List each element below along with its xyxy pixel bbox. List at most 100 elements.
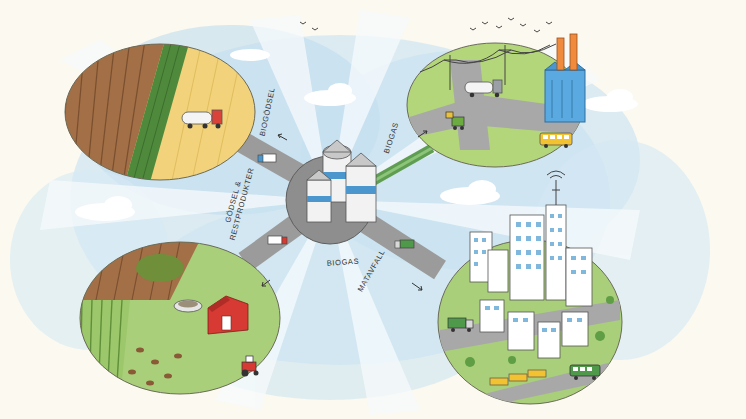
- silo: [346, 186, 376, 194]
- bottom-left-farm: [80, 300, 122, 400]
- building-windows: [550, 214, 554, 218]
- silo: [307, 180, 331, 222]
- building-windows: [536, 264, 541, 269]
- silo: [323, 140, 351, 152]
- barn: [208, 296, 230, 312]
- animals: [128, 370, 136, 375]
- building-windows: [523, 318, 528, 322]
- power-line: [444, 50, 499, 63]
- tractor: [254, 371, 259, 376]
- building-windows: [558, 228, 562, 232]
- building-windows: [551, 328, 556, 332]
- truck: [258, 154, 276, 162]
- antenna: [547, 171, 565, 175]
- building-windows: [516, 250, 521, 255]
- birds: [300, 22, 306, 24]
- flow-arrows: [412, 283, 422, 290]
- building-windows: [474, 250, 478, 254]
- building-windows: [536, 222, 541, 227]
- flow-label: GÖDSEL & RESTPRODUKTER: [220, 164, 256, 242]
- flow-label: BIOGAS: [327, 258, 360, 269]
- factory: [545, 34, 585, 122]
- clouds: [104, 196, 132, 214]
- birds: [520, 24, 526, 26]
- flow-arrows: [262, 280, 270, 286]
- barn: [222, 316, 231, 330]
- tanker-truck: [465, 80, 502, 97]
- tanker-truck: [188, 124, 193, 129]
- power-line: [420, 60, 444, 72]
- factory: [557, 38, 564, 70]
- building-windows: [485, 306, 490, 310]
- building-windows: [474, 214, 586, 332]
- animals: [164, 374, 172, 379]
- clouds: [230, 49, 270, 61]
- top-right-industry: [450, 60, 490, 150]
- top-left-field: [72, 40, 85, 190]
- silo: [346, 153, 376, 222]
- buildings: [538, 322, 560, 358]
- top-left-field: [120, 40, 190, 200]
- bus: [557, 135, 562, 139]
- bus: [587, 367, 592, 371]
- bottom-right-city: [460, 360, 620, 410]
- bottom-left-farm: [107, 300, 112, 400]
- top-left-field: [110, 40, 130, 190]
- biogas-plant: [286, 140, 376, 244]
- flow-arrows: [262, 131, 427, 290]
- building-windows: [482, 238, 486, 242]
- power-line: [511, 44, 556, 53]
- birds: [312, 28, 318, 30]
- bus: [540, 133, 572, 148]
- antenna: [550, 176, 562, 179]
- top-left-field: [86, 40, 100, 190]
- bottom-left-farm: [114, 240, 126, 300]
- bottom-right-city: [438, 171, 622, 410]
- antenna: [552, 190, 560, 191]
- birds: [470, 28, 476, 30]
- bus: [544, 144, 548, 148]
- clouds: [468, 180, 496, 198]
- buildings: [566, 248, 592, 306]
- building-windows: [581, 270, 586, 274]
- bottom-left-farm: [75, 300, 130, 400]
- garbage-truck: [467, 328, 471, 332]
- forklift: [460, 126, 464, 130]
- silo: [346, 153, 376, 166]
- tanker-truck: [493, 80, 502, 93]
- truck: [262, 154, 276, 162]
- factory: [545, 62, 585, 70]
- buildings: [488, 250, 508, 292]
- factory: [552, 80, 572, 118]
- building-windows: [516, 222, 521, 227]
- building-windows: [516, 264, 521, 269]
- forklift: [452, 117, 464, 126]
- building-windows: [526, 250, 531, 255]
- top-left-field: [55, 40, 255, 200]
- factory: [545, 70, 585, 122]
- birds: [482, 22, 488, 24]
- building-windows: [526, 264, 531, 269]
- building-windows: [542, 328, 547, 332]
- factory: [572, 80, 573, 118]
- animals: [174, 354, 182, 359]
- tanker-truck: [495, 93, 500, 98]
- train: [490, 370, 546, 385]
- bus: [573, 367, 592, 371]
- barn: [208, 296, 248, 334]
- animals: [146, 381, 154, 386]
- bus: [570, 365, 600, 376]
- clouds: [328, 83, 352, 99]
- truck: [395, 240, 414, 248]
- flow-label: BIOGAS: [383, 121, 401, 154]
- building-windows: [474, 262, 478, 266]
- flow-label: BIOGÖDSEL: [259, 87, 278, 137]
- buildings: [470, 205, 592, 358]
- building-windows: [536, 236, 541, 241]
- bus: [570, 365, 600, 380]
- antenna: [556, 180, 557, 205]
- factory: [552, 80, 553, 118]
- tanker-truck: [203, 124, 208, 129]
- birds: [300, 18, 552, 32]
